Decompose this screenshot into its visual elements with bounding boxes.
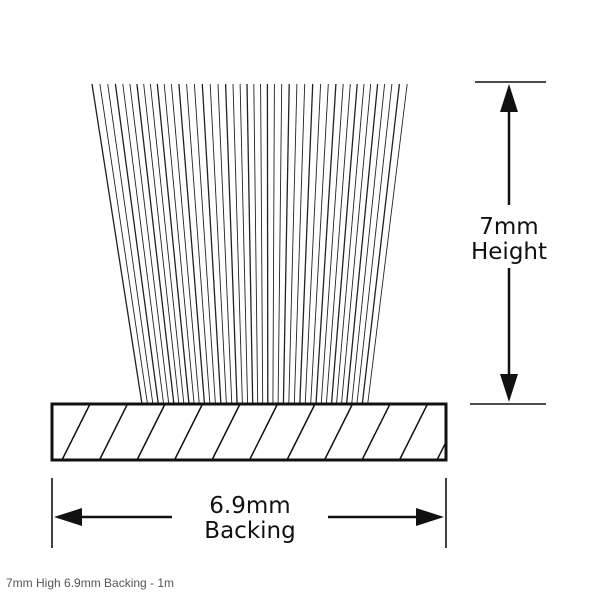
backing-outline bbox=[50, 402, 448, 462]
bristle bbox=[246, 83, 254, 405]
bristle bbox=[336, 83, 365, 405]
bristle bbox=[170, 83, 200, 405]
bristle bbox=[260, 83, 264, 405]
bristle bbox=[361, 83, 401, 405]
hatch-line bbox=[248, 404, 279, 460]
bristle bbox=[201, 83, 222, 405]
bristle bbox=[282, 83, 290, 405]
backing-arrowhead-right bbox=[416, 508, 444, 526]
bristle bbox=[288, 83, 298, 405]
bristle bbox=[356, 83, 393, 405]
height-arrowhead-up bbox=[500, 84, 518, 112]
bristle bbox=[341, 83, 372, 405]
bristle bbox=[325, 83, 351, 405]
bristle bbox=[253, 83, 259, 405]
brush-bristles bbox=[91, 83, 408, 405]
backing-hatching bbox=[61, 404, 503, 460]
height-arrowhead-down bbox=[500, 374, 518, 402]
height-dimension: 7mm Height bbox=[470, 81, 547, 405]
bristle bbox=[315, 83, 337, 405]
backing-value-text: 6.9mm bbox=[209, 493, 290, 519]
bristle bbox=[91, 83, 143, 405]
bristle bbox=[209, 83, 227, 405]
hatch-line bbox=[323, 404, 354, 460]
hatch-line bbox=[136, 404, 166, 460]
hatch-line bbox=[98, 404, 129, 460]
bristle bbox=[320, 83, 344, 405]
hatch-line bbox=[173, 404, 204, 460]
bristle bbox=[345, 83, 379, 405]
bristle bbox=[156, 83, 190, 405]
bristle bbox=[186, 83, 211, 405]
bristle bbox=[239, 83, 249, 405]
bristle bbox=[272, 83, 275, 405]
height-value-text: 7mm bbox=[479, 214, 538, 240]
bristle bbox=[351, 83, 386, 405]
backing-base bbox=[50, 402, 503, 462]
bristle bbox=[367, 83, 408, 405]
bristle bbox=[217, 83, 233, 405]
hatch-line bbox=[361, 404, 391, 460]
bristle bbox=[224, 83, 238, 405]
hatch-line bbox=[436, 440, 446, 460]
bristle bbox=[149, 83, 185, 405]
hatch-line bbox=[398, 404, 429, 460]
bristle bbox=[330, 83, 358, 405]
hatch-line bbox=[61, 404, 91, 460]
bristle bbox=[178, 83, 206, 405]
backing-arrowhead-left bbox=[54, 508, 82, 526]
backing-label-text: Backing bbox=[204, 518, 295, 544]
bristle bbox=[299, 83, 314, 405]
backing-dimension: 6.9mm Backing bbox=[51, 478, 447, 548]
hatch-line bbox=[211, 404, 241, 460]
product-caption: 7mm High 6.9mm Backing - 1m bbox=[6, 576, 175, 590]
hatch-line bbox=[475, 404, 503, 460]
bristle bbox=[143, 83, 180, 405]
bristle bbox=[293, 83, 306, 405]
bristle bbox=[277, 83, 283, 405]
bristle bbox=[310, 83, 329, 405]
bristle bbox=[114, 83, 159, 405]
bristle bbox=[107, 83, 154, 405]
bristle bbox=[232, 83, 243, 405]
hatch-line bbox=[286, 404, 316, 460]
bristle bbox=[99, 83, 148, 405]
height-label-text: Height bbox=[471, 239, 547, 265]
bristle bbox=[122, 83, 165, 405]
bristle bbox=[163, 83, 195, 405]
bristle bbox=[129, 83, 170, 405]
bristle bbox=[193, 83, 216, 405]
bristle bbox=[136, 83, 175, 405]
bristle bbox=[304, 83, 322, 405]
